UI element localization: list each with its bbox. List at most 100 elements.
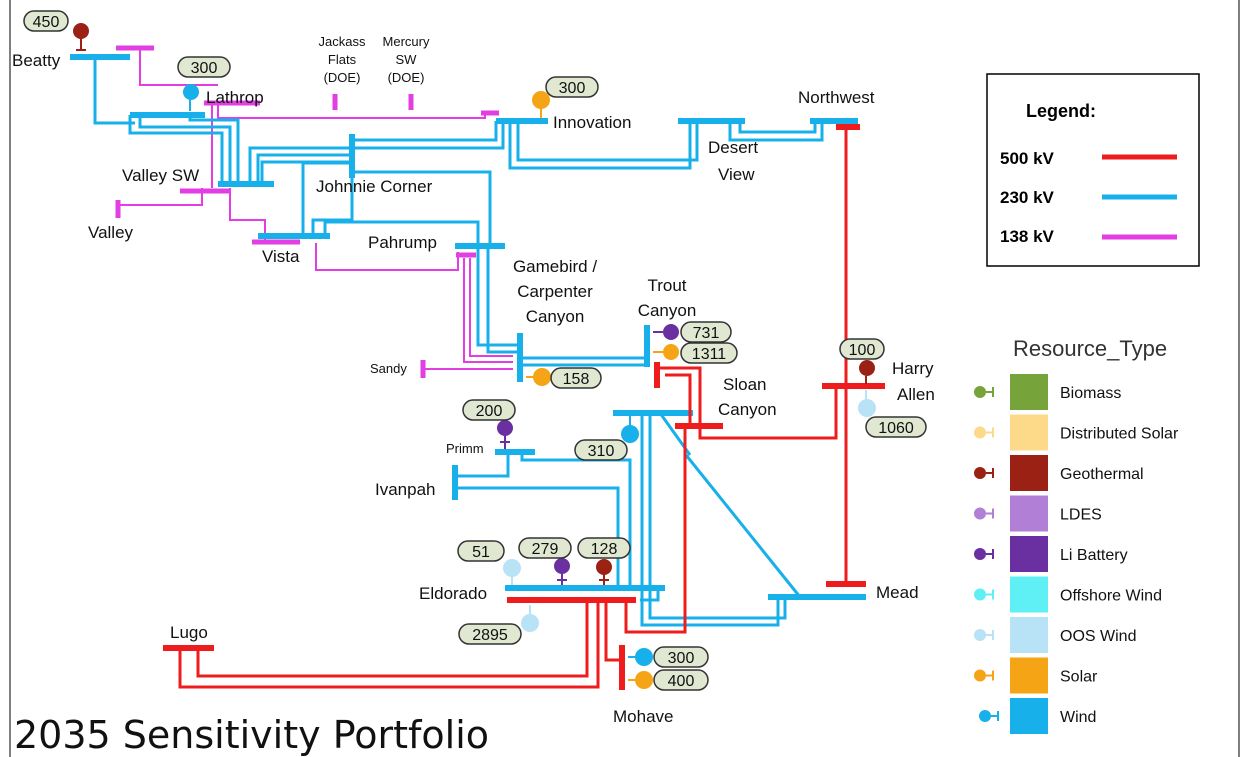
badge-bg (457, 540, 505, 562)
li-battery-icon (554, 558, 570, 574)
badge-value: 1060 (878, 420, 914, 437)
badge-value: 158 (563, 371, 590, 388)
badge-bg (458, 623, 522, 645)
li-battery-icon (497, 420, 513, 436)
resource-swatch (1010, 495, 1048, 532)
line-230-lathrop-valleysw-a (128, 115, 224, 184)
solar-icon (663, 344, 679, 360)
badge-trout-li: 731 (680, 321, 732, 343)
badge-bg (550, 367, 602, 389)
badge-beatty-geo: 450 (23, 10, 69, 32)
line-500-lugo-eldorado-a (178, 600, 600, 689)
line-138-pahrump-gamebird-a (463, 258, 513, 363)
biomass-icon (974, 386, 986, 398)
resource-swatch (1010, 455, 1048, 491)
legend-box (986, 73, 1200, 267)
resource-swatch (1010, 657, 1048, 694)
line-230-innovation-desertview-b (516, 121, 699, 162)
legend-500kv-label: 500 kV (1000, 149, 1055, 168)
label-vista: Vista (262, 247, 300, 266)
badge-harry-oos: 1060 (865, 416, 927, 438)
resource-legend-item: Geothermal (974, 455, 1144, 491)
badge-mohave-solar: 400 (653, 669, 709, 691)
line-230-eldorado-stub (640, 588, 660, 602)
badge-harry-geo: 100 (839, 338, 885, 360)
badge-value: 200 (476, 403, 503, 420)
line-230-beatty-valleysw (93, 57, 135, 125)
geothermal-icon (73, 23, 89, 39)
lines-138kv (118, 47, 513, 370)
line-500-harry-sloan (698, 386, 838, 440)
resource-legend-title: Resource_Type (1013, 336, 1167, 361)
label-sandy: Sandy (370, 361, 407, 376)
line-138-vista-pahrump (315, 243, 459, 271)
resource-legend-item: Biomass (974, 374, 1121, 410)
voltage-legend: Legend: 500 kV 230 kV 138 kV (986, 73, 1200, 267)
label-sloan-1: Sloan (723, 375, 766, 394)
badge-innovation-solar: 300 (545, 76, 599, 98)
solar-icon (635, 671, 653, 689)
line-500-eldorado-mohave (604, 600, 622, 662)
line-230-sloan-mead-c (658, 412, 802, 598)
label-primm: Primm (446, 441, 484, 456)
resource-legend-label: Biomass (1060, 385, 1121, 402)
buses-138kv (115, 45, 499, 378)
line-138-valleysw-vista (229, 188, 266, 240)
resource-legend-label: Geothermal (1060, 466, 1144, 483)
badge-value: 450 (33, 14, 60, 31)
line-230-pahrump-gamebird-b (486, 246, 520, 354)
bus-labels: Beatty Lathrop Jackass Flats (DOE) Mercu… (12, 34, 935, 726)
oos-wind-icon (858, 399, 876, 417)
line-230-valleysw-johnnie-a (248, 146, 352, 184)
label-lathrop: Lathrop (206, 88, 264, 107)
offshore-wind-icon (974, 588, 986, 601)
line-230-lathrop-valleysw-b (138, 115, 232, 184)
label-innovation: Innovation (553, 113, 631, 132)
buses-230kv (70, 54, 866, 600)
label-sloan-2: Canyon (718, 400, 777, 419)
badge-bg (577, 537, 631, 559)
line-230-ivanpah-primm-a (455, 452, 510, 478)
label-harry-1: Harry (892, 359, 934, 378)
resource-swatch (1010, 698, 1048, 734)
label-jackass-2: Flats (328, 52, 357, 67)
label-mercury-2: SW (396, 52, 418, 67)
label-trout-2: Canyon (638, 301, 697, 320)
line-230-valleysw-johnnie-b (256, 153, 352, 184)
oos-wind-icon (974, 629, 986, 641)
line-230-sloan-mead-b (648, 413, 787, 620)
label-gamebird-3: Canyon (526, 307, 585, 326)
badge-value: 100 (849, 342, 876, 359)
label-desert-view-2: View (718, 165, 755, 184)
badge-bg (653, 669, 709, 691)
badge-value: 400 (668, 673, 695, 690)
label-johnnie-corner: Johnnie Corner (316, 177, 433, 196)
badge-value: 51 (472, 544, 490, 561)
label-pahrump: Pahrump (368, 233, 437, 252)
label-jackass-1: Jackass (319, 34, 366, 49)
label-harry-2: Allen (897, 385, 935, 404)
badge-bg (574, 439, 628, 461)
label-mead: Mead (876, 583, 919, 602)
label-ivanpah: Ivanpah (375, 480, 436, 499)
resource-legend-label: LDES (1060, 507, 1102, 524)
resource-swatch (1010, 414, 1048, 451)
badge-value: 279 (532, 541, 559, 558)
label-jackass-3: (DOE) (324, 70, 361, 85)
badge-value: 300 (668, 650, 695, 667)
line-230-innovation-desertview-a (508, 121, 692, 170)
line-230-johnnie-pahrump (352, 170, 492, 246)
solar-icon (974, 669, 986, 682)
wind-icon (621, 425, 639, 443)
resource-legend-label: Wind (1060, 709, 1096, 726)
badge-gamebird-solar: 158 (550, 367, 602, 389)
resource-swatch (1010, 536, 1048, 572)
resource-legend-item: Wind (979, 698, 1096, 734)
badge-sloan-wind: 310 (574, 439, 628, 461)
resource-legend-label: Solar (1060, 669, 1098, 686)
label-mohave: Mohave (613, 707, 673, 726)
resource-legend-label: OOS Wind (1060, 628, 1136, 645)
lines-230kv (93, 57, 824, 627)
badge-bg (518, 537, 572, 559)
